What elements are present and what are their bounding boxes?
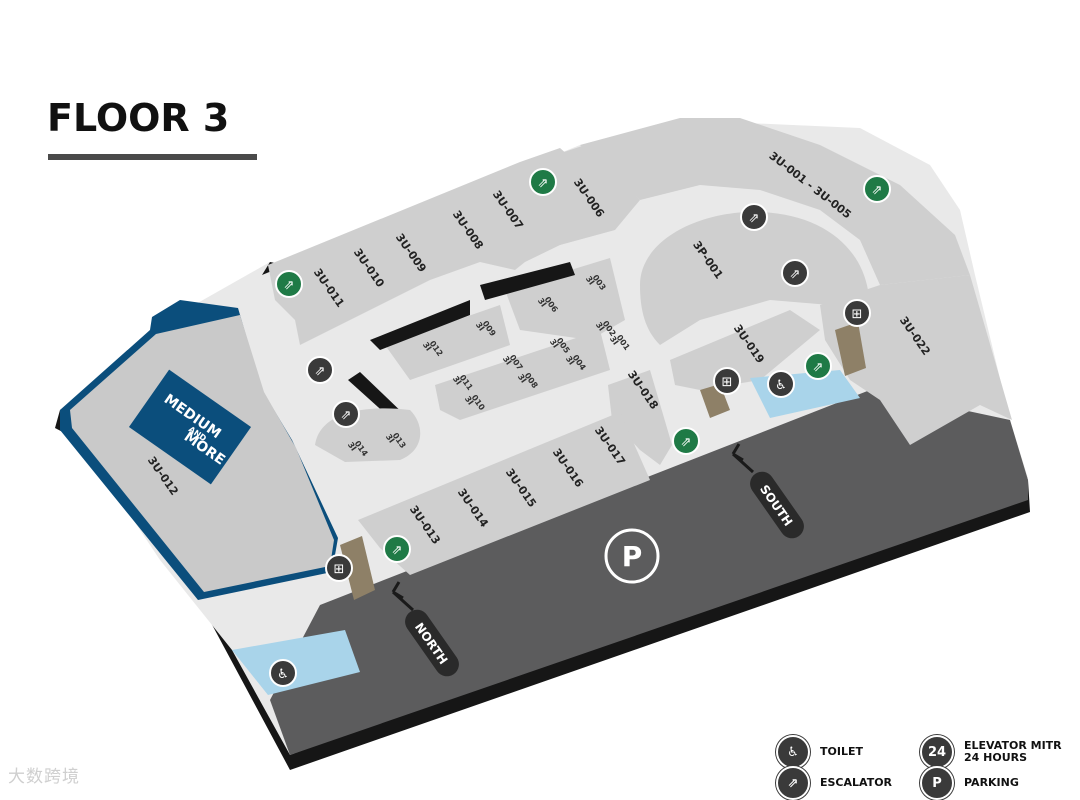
fire-exit-icon-6[interactable] (383, 535, 411, 563)
kiosk-label-3i-005-a: 3I (548, 337, 560, 349)
medium-and-more-logo (128, 369, 252, 485)
elevator-block-east (835, 322, 866, 376)
escalator-icon-2[interactable] (781, 259, 809, 287)
kiosk-label-3i-012-a: 3I (421, 340, 433, 352)
kiosk-cluster-center (385, 305, 510, 380)
shop-3u-001-005[interactable] (580, 118, 970, 285)
south-shop-strip (358, 412, 650, 575)
parking-icon-map (604, 528, 660, 584)
fire-exit-icon-5[interactable] (672, 427, 700, 455)
elevator-icon-1[interactable] (843, 299, 871, 327)
entrance-north-arrow (391, 581, 415, 612)
kiosk-cluster-north (505, 258, 625, 340)
elevator-block-north (340, 536, 375, 600)
kiosk-label-3i-008-a: 3I (516, 372, 528, 384)
fire-exit-icon-2[interactable] (863, 175, 891, 203)
escalator-icon-4-glyph: ⇗ (341, 408, 352, 423)
kiosk-label-3i-010-a: 3I (463, 394, 475, 406)
legend-elevator: 24 ELEVATOR MITR 24 HOURS (920, 735, 1064, 769)
escalator-icon-4[interactable] (332, 400, 360, 428)
toilet-icon: ♿ (776, 735, 810, 769)
atrium-void (370, 300, 470, 350)
kiosk-label-3i-001-a: 3I (608, 334, 620, 346)
parking-zone[interactable] (270, 390, 1028, 755)
toilet-icon-2-glyph: ♿ (277, 667, 289, 682)
kiosk-label-3i-009-a: 3I (474, 320, 486, 332)
kiosk-label-3i-006-a: 3I (536, 296, 548, 308)
escalator-icon-3-glyph: ⇗ (315, 364, 326, 379)
kiosk-label-3i-013-a: 3I (384, 432, 396, 444)
fire-exit-icon-3-glyph: ⇗ (284, 278, 295, 293)
toilet-icon-1-glyph: ♿ (775, 378, 787, 393)
fire-exit-icon-4[interactable] (804, 352, 832, 380)
kiosk-label-3i-004-a: 3I (564, 354, 576, 366)
atrium-void-2 (480, 262, 575, 300)
title-underline (48, 154, 257, 160)
escalator-icon-1[interactable] (740, 203, 768, 231)
shop-3u-018[interactable] (608, 370, 672, 465)
watermark: 大数跨境 (8, 767, 80, 787)
elevator-icon-2[interactable] (713, 367, 741, 395)
escalator-icon: ⇗ (776, 766, 810, 800)
escalator-icon-2-glyph: ⇗ (790, 267, 801, 282)
fire-exit-icon-5-glyph: ⇗ (681, 435, 692, 450)
parking-symbol: P (622, 540, 643, 573)
fire-exit-icon-1[interactable] (529, 168, 557, 196)
elevator-icon-3-glyph: ⊞ (334, 562, 345, 577)
legend-escalator: ⇗ ESCALATOR (776, 766, 892, 800)
toilet-icon-2[interactable] (269, 659, 297, 687)
shop-3u-006[interactable] (535, 145, 640, 245)
elevator-icon-1-glyph: ⊞ (852, 307, 863, 322)
kiosk-label-3i-014-a: 3I (346, 440, 358, 452)
shop-3p-001[interactable] (640, 211, 868, 345)
escalator-icon-1-glyph: ⇗ (749, 211, 760, 226)
fire-exit-icon-2-glyph: ⇗ (872, 183, 883, 198)
fire-exit-icon-3[interactable] (275, 270, 303, 298)
elevator-icon: 24 (920, 735, 954, 769)
fire-exit-icon-1-glyph: ⇗ (538, 176, 549, 191)
shop-3u-019[interactable] (670, 310, 820, 390)
legend-elevator-label: ELEVATOR MITR 24 HOURS (964, 739, 1062, 764)
kiosk-label-3i-007-a: 3I (501, 354, 513, 366)
fire-exit-icon-4-glyph: ⇗ (813, 360, 824, 375)
kiosk-label-3i-003-a: 3I (584, 274, 596, 286)
kiosk-label-3i-011-a: 3I (451, 374, 463, 386)
legend-toilet-label: TOILET (820, 745, 863, 758)
legend-toilet: ♿ TOILET (776, 735, 863, 769)
kiosk-label-3i-002-a: 3I (594, 320, 606, 332)
toilet-zone-north[interactable] (232, 630, 360, 695)
legend-escalator-label: ESCALATOR (820, 776, 893, 789)
legend-parking-label: PARKING (964, 776, 1019, 789)
toilet-icon-1[interactable] (767, 370, 795, 398)
escalator-icon-3[interactable] (306, 356, 334, 384)
fire-exit-icon-6-glyph: ⇗ (392, 543, 403, 558)
floor-title: FLOOR 3 (47, 96, 230, 140)
elevator-icon-2-glyph: ⊞ (722, 375, 733, 390)
kiosk-cluster-mid (435, 330, 610, 420)
elevator-icon-3[interactable] (325, 554, 353, 582)
entrance-south-arrow (731, 443, 755, 474)
